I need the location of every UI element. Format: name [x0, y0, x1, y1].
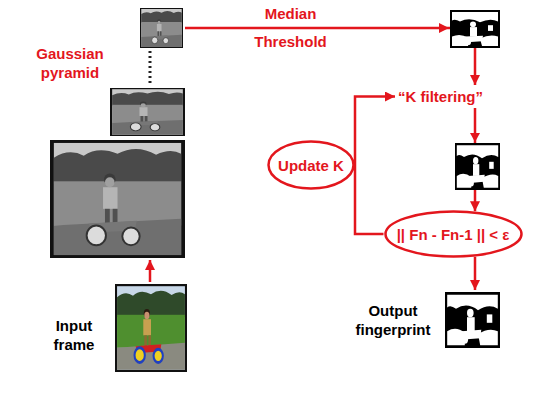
image-node: Output fingerprint	[343, 290, 505, 350]
step-label: “K filtering”	[395, 85, 487, 108]
flow-arrow	[474, 257, 477, 290]
flow-arrow	[355, 97, 395, 166]
flow-arrow	[185, 28, 475, 85]
flow-arrow	[355, 165, 384, 234]
arrow-head	[470, 133, 480, 142]
arrow-head	[439, 23, 449, 33]
node-label: Input frame	[38, 316, 110, 354]
image-node: Gaussian pyramid	[20, 6, 185, 260]
node-label: Update K	[278, 156, 344, 175]
fingerprint-image	[445, 292, 500, 348]
ellipse-shape	[269, 142, 354, 189]
image-node: Input frame	[38, 282, 190, 374]
input-image	[115, 284, 187, 372]
dotted-line	[149, 51, 152, 85]
ellipse-shape	[385, 212, 521, 257]
edge-label: Median Threshold	[238, 0, 343, 56]
node-label: || Fn - Fn-1 || < ε	[397, 225, 510, 244]
process-ellipse: || Fn - Fn-1 || < ε	[384, 210, 523, 258]
flow-arrow	[149, 260, 152, 282]
pyramid-level-medium	[110, 88, 185, 136]
binary-image	[455, 143, 500, 190]
pyramid-level-small	[140, 8, 183, 48]
node-label: “K filtering”	[395, 85, 487, 108]
binary-image	[450, 10, 500, 48]
node-label: Output fingerprint	[343, 301, 443, 339]
pyramid-level-large	[50, 140, 185, 258]
node-label: Gaussian pyramid	[20, 44, 120, 82]
process-ellipse: Update K	[267, 140, 355, 190]
